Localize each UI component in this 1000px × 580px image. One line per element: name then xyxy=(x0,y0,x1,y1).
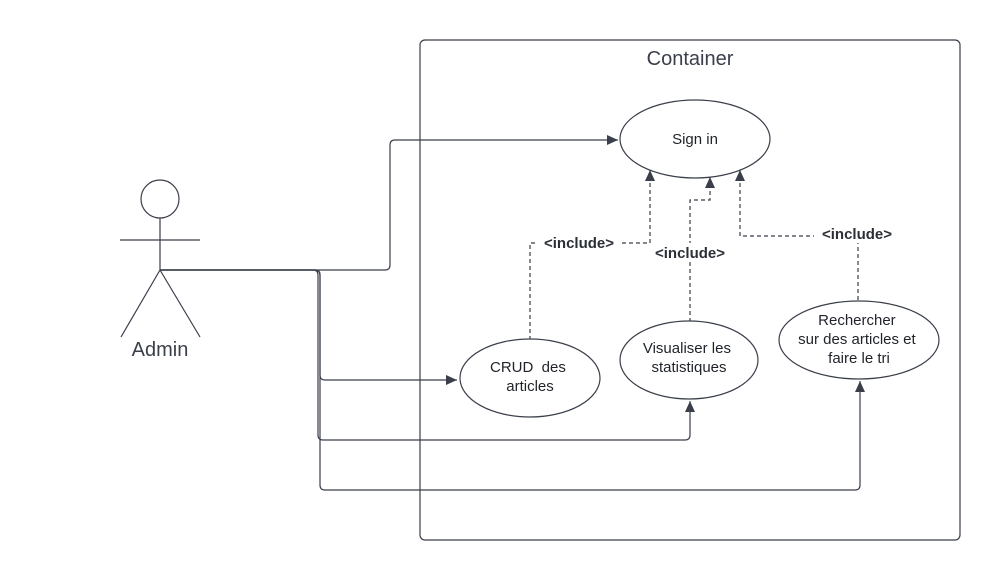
use-case-sign-in-line-1: Sign in xyxy=(672,131,718,148)
use-case-stats-ellipse xyxy=(619,320,759,400)
include-label-stats: <include> xyxy=(655,245,725,262)
association-search[interactable] xyxy=(160,269,865,491)
use-case-search-line-2: sur des articles et xyxy=(798,331,916,348)
use-case-crud-line-2: articles xyxy=(506,378,554,395)
include-label-search: <include> xyxy=(822,226,892,243)
include-search-connector[interactable] xyxy=(735,170,859,300)
use-case-stats-line-1: Visualiser les xyxy=(643,340,731,357)
system-boundary xyxy=(419,39,961,541)
include-label-search-bg xyxy=(814,225,900,243)
use-case-sign-in[interactable]: Sign in xyxy=(619,99,771,179)
association-stats[interactable] xyxy=(160,269,695,441)
use-case-crud-ellipse xyxy=(459,338,601,418)
include-label-stats-bg xyxy=(647,243,733,261)
use-case-search-line-3: faire le tri xyxy=(828,350,890,367)
container-title: Container xyxy=(647,48,734,70)
use-case-search-line-1: Rechercher xyxy=(818,312,896,329)
use-case-crud[interactable]: CRUD des articles xyxy=(459,338,601,418)
association-crud[interactable] xyxy=(160,269,457,385)
include-crud-connector[interactable] xyxy=(529,170,655,340)
use-case-stats[interactable]: Visualiser les statistiques xyxy=(619,320,759,400)
use-case-stats-line-2: statistiques xyxy=(651,359,726,376)
actor-name: Admin xyxy=(132,339,189,361)
include-label-crud: <include> xyxy=(544,235,614,252)
use-case-crud-line-1: CRUD des xyxy=(490,359,566,376)
actor-admin[interactable]: Admin xyxy=(120,179,201,361)
use-case-search[interactable]: Rechercher sur des articles et faire le … xyxy=(778,300,940,380)
use-case-crud-label: CRUD des articles xyxy=(490,359,570,395)
use-case-sign-in-ellipse xyxy=(619,99,771,179)
actor-head xyxy=(140,179,180,219)
include-label-crud-bg xyxy=(537,233,621,251)
association-sign-in[interactable] xyxy=(160,135,618,271)
actor-left-leg xyxy=(120,269,161,338)
use-case-stats-label: Visualiser les statistiques xyxy=(643,340,735,376)
use-case-search-label: Rechercher sur des articles et faire le … xyxy=(798,312,920,367)
actor-right-leg xyxy=(159,269,201,338)
use-case-search-ellipse xyxy=(778,300,940,380)
use-case-sign-in-label: Sign in xyxy=(672,131,718,148)
